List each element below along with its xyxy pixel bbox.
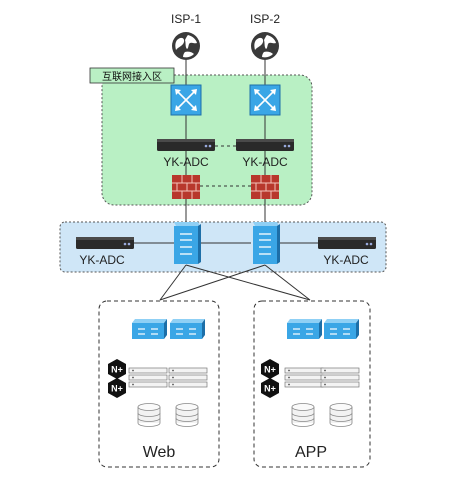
internet-zone-label: 互联网接入区 <box>102 70 162 83</box>
lb-adc-left-label: YK-ADC <box>79 253 125 267</box>
firewall-icon <box>250 174 280 200</box>
access-switch-icon <box>323 318 360 340</box>
access-switch-icon <box>131 318 168 340</box>
access-switch-icon <box>169 318 206 340</box>
router-icon <box>249 84 281 116</box>
globe-icon <box>172 32 200 60</box>
isp-2-label: ISP-2 <box>250 12 280 26</box>
adc-appliance-icon <box>157 139 215 151</box>
internet-zone-tag-box <box>89 67 175 84</box>
access-switch-icon <box>286 318 323 340</box>
server-rack-icon <box>128 367 168 388</box>
web-cluster-label: Web <box>143 444 176 461</box>
core-switch-icon <box>252 221 281 265</box>
load-balancing-zone-background <box>59 221 387 273</box>
ha-links <box>200 145 251 187</box>
lb-adc-right-label: YK-ADC <box>323 253 369 267</box>
server-rack-icon <box>320 367 360 388</box>
adc-label: YK-ADC <box>242 155 288 169</box>
isp-1-label: ISP-1 <box>171 12 201 26</box>
server-rack-icon <box>168 367 208 388</box>
firewall-icon <box>171 174 201 200</box>
globe-icon <box>251 32 279 60</box>
adc-appliance-icon <box>318 237 376 249</box>
connection-lines <box>134 60 318 301</box>
adc-appliance-icon <box>76 237 134 249</box>
app-cluster-label: APP <box>295 444 327 461</box>
server-rack-icon <box>284 367 324 388</box>
core-switch-icon <box>173 221 202 265</box>
router-icon <box>170 84 202 116</box>
adc-appliance-icon <box>236 139 294 151</box>
adc-label: YK-ADC <box>163 155 209 169</box>
